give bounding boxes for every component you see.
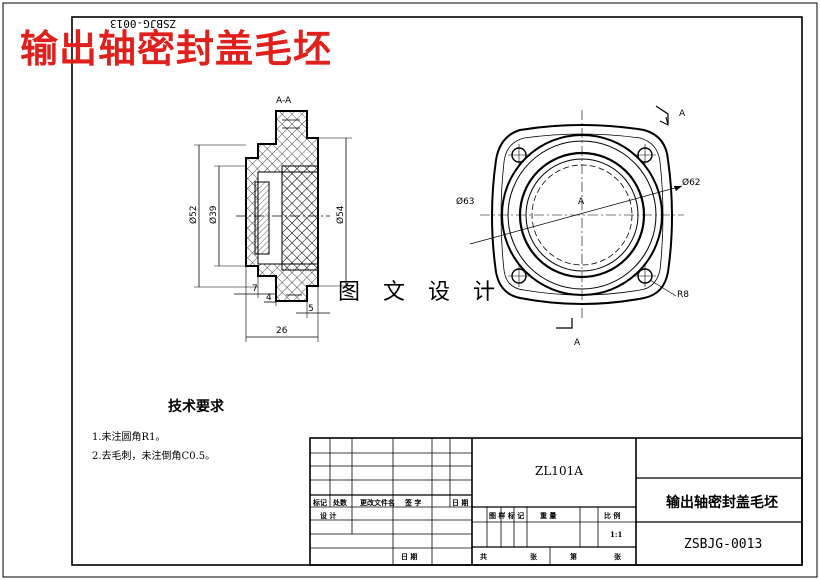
tb-design: 设 计 [320,511,337,520]
dim-d39: Ø39 [208,205,219,224]
title-block [309,437,803,566]
drawing-number: ZSBJG-0013 [684,537,763,552]
dim-5: 5 [308,304,314,314]
tb-day: 日 期 [401,552,418,561]
dim-d63: Ø63 [456,196,475,207]
dim-7: 7 [252,284,258,294]
scale-value: 1:1 [610,530,623,539]
dim-26: 26 [276,326,288,336]
section-marker-center: A [578,197,585,207]
tb-mark: 标记 [313,498,327,507]
tb-sheet: 张 [530,552,537,561]
dim-r8: R8 [677,290,689,300]
tb-ratio: 比 例 [604,511,621,520]
dim-4: 4 [266,293,272,303]
tb-date: 日 期 [452,498,469,507]
dim-d54: Ø54 [335,205,346,224]
tb-doc-no: 更改文件名 [360,498,395,507]
material: ZL101A [535,464,583,478]
tb-count: 处数 [333,498,347,507]
watermark-text: 图 文 设 计 [338,280,503,305]
tb-sign: 签 字 [405,498,422,507]
section-label: A-A [276,96,292,106]
tb-page: 第 [570,552,577,561]
requirements-title: 技术要求 [168,399,224,415]
requirement-item: 1.未注圆角R1。 [92,432,166,443]
tb-total: 共 [480,552,487,561]
section-view: A-A Ø52 Ø39 Ø54 7 4 5 26 [188,96,352,342]
requirement-item: 2.去毛刺，未注倒角C0.5。 [92,451,216,462]
page-title: 输出轴密封盖毛坯 [20,26,333,71]
mirrored-drawing-number: ZSBJG-0013 [110,17,177,30]
dim-d52: Ø52 [188,205,199,224]
section-marker-bottom: A [574,338,581,348]
section-marker-top: A [679,109,686,119]
tb-sheet2: 张 [614,552,621,561]
front-view: Ø63 Ø62 R8 A A A [456,105,701,348]
part-name: 输出轴密封盖毛坯 [666,495,778,511]
dim-d62: Ø62 [682,177,701,188]
tb-stage-mark: 图 样 标 记 [489,511,525,520]
tb-weight: 重 量 [540,511,557,520]
